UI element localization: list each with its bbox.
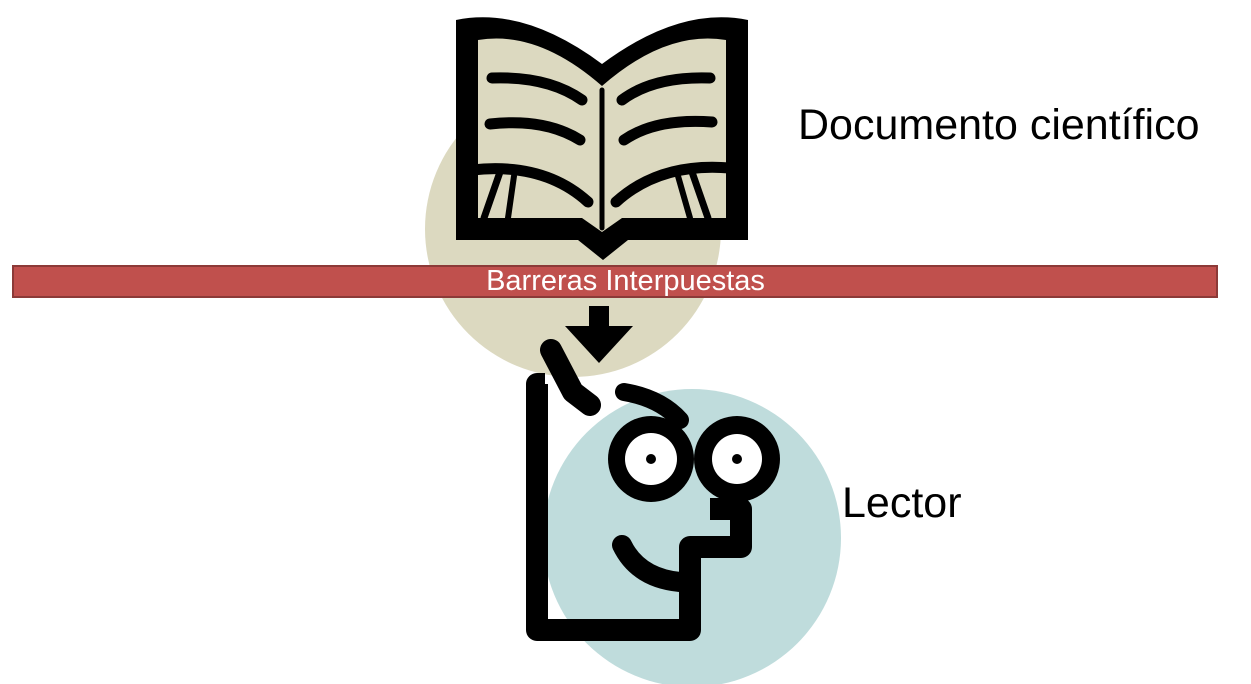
open-book-icon [456,17,748,261]
barrier-bar [12,265,1218,298]
reader-label: Lector [842,479,962,527]
arrow-down-icon [565,306,633,363]
reader-face-icon [526,339,780,641]
document-label: Documento científico [798,101,1200,149]
